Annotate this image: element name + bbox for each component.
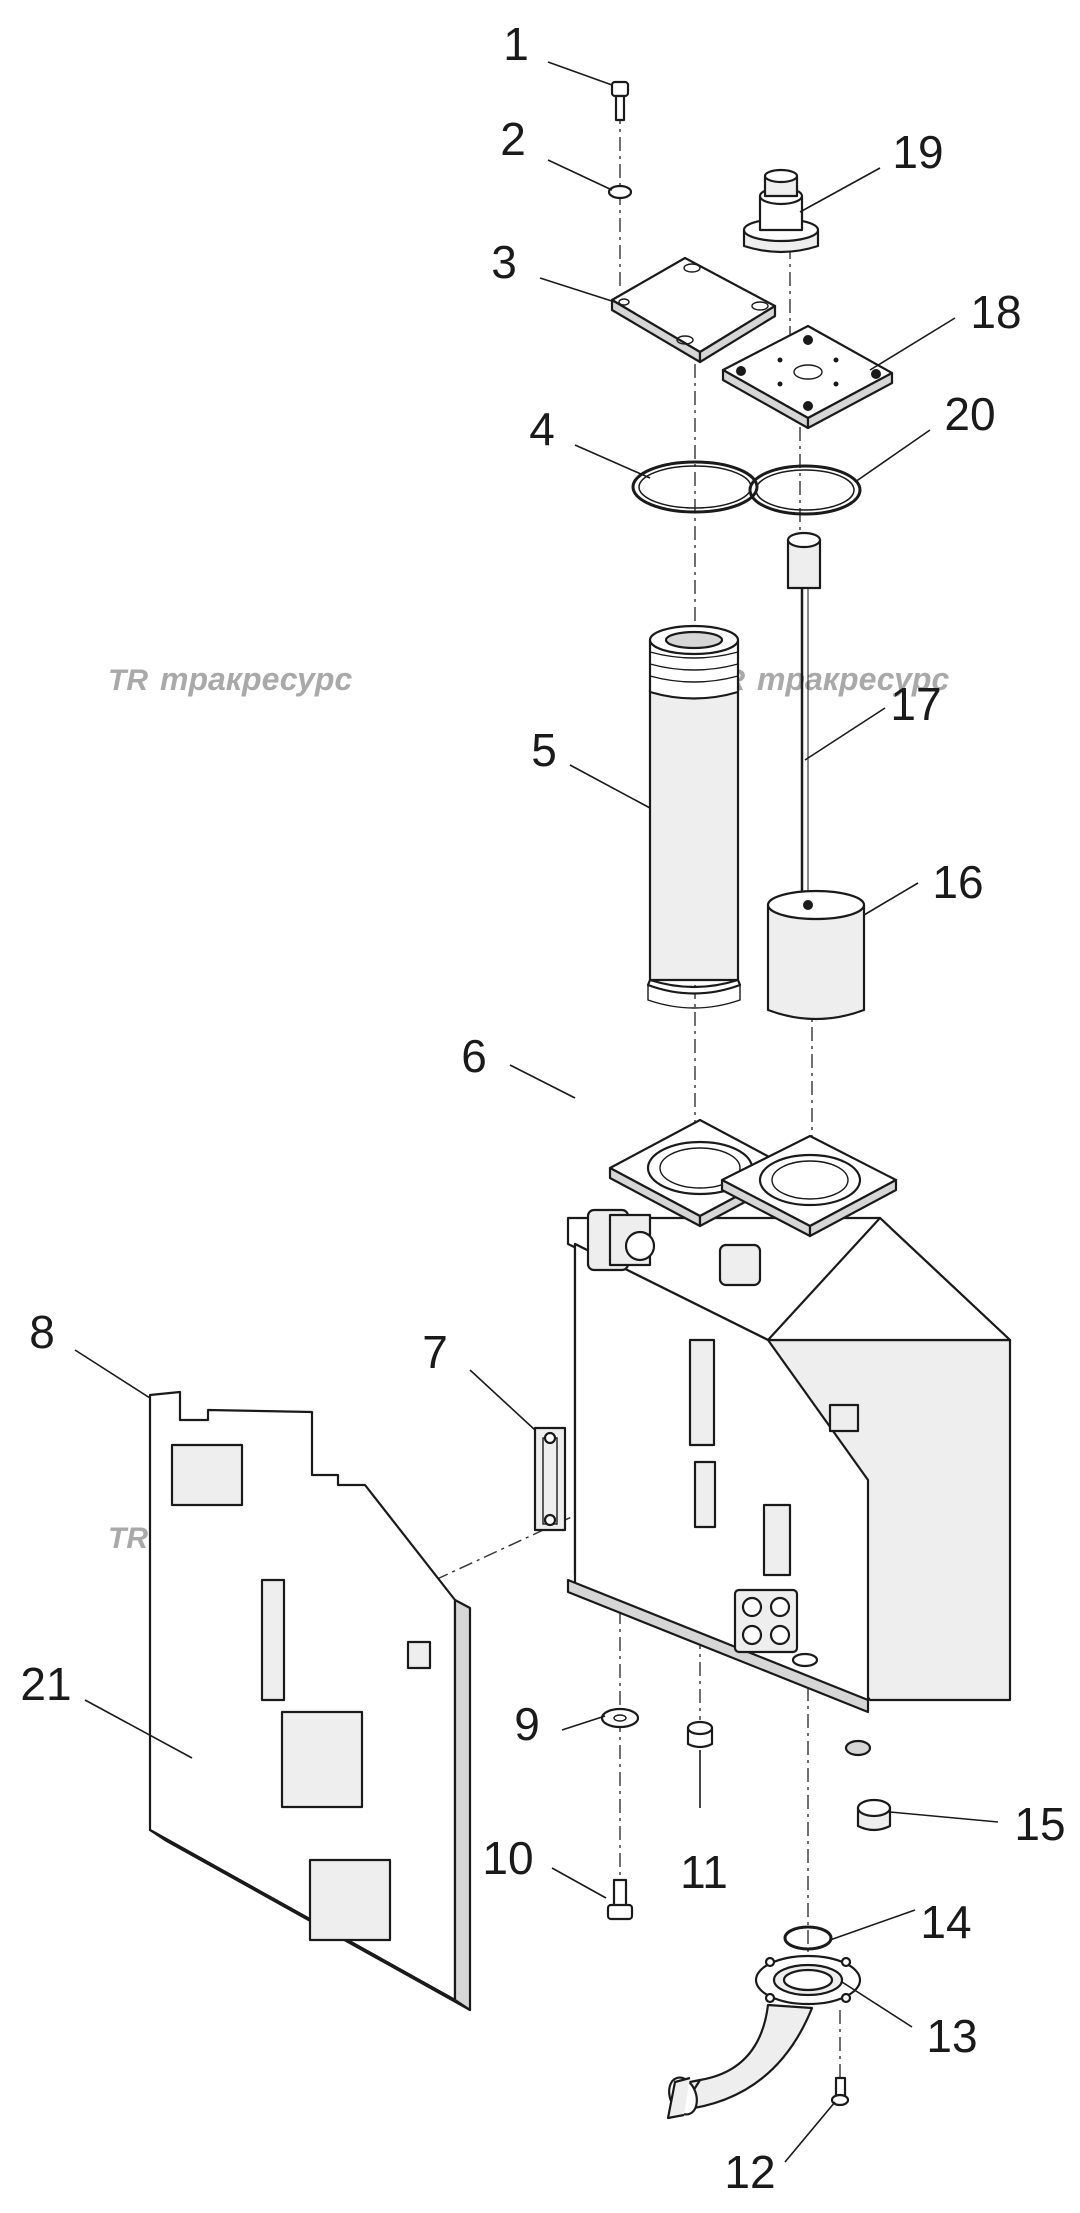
callout-13: 13 [926,2010,977,2062]
callout-9: 9 [514,1698,540,1750]
callout-21: 21 [20,1658,71,1710]
leader-2 [547,159,613,191]
part-level-sender-head [742,168,820,254]
leader-4 [574,444,651,479]
callout-4: 4 [529,403,555,455]
part-o-ring-right [748,464,862,516]
part-bracket [533,1426,567,1532]
leader-21 [84,1699,193,1759]
leader-13 [841,1981,913,2028]
callout-14: 14 [920,1896,971,1948]
callout-6: 6 [461,1030,487,1082]
leader-8 [74,1349,151,1399]
part-float [766,889,866,1021]
callout-12: 12 [724,2146,775,2198]
watermark-text: тракресурс [757,661,949,697]
part-outlet-elbow [666,1954,862,2120]
callout-15: 15 [1014,1798,1065,1850]
leader-5 [569,764,651,809]
callout-10: 10 [482,1832,533,1884]
part-washer-bottom [600,1707,640,1729]
part-foot-pad [856,1798,892,1832]
part-o-ring-outlet [783,1925,833,1951]
callout-20: 20 [944,388,995,440]
leader-20 [854,429,931,483]
callout-1: 1 [503,18,529,70]
callout-7: 7 [422,1326,448,1378]
leader-12 [784,2101,836,2163]
leader-14 [829,1909,916,1941]
callout-11: 11 [680,1846,728,1898]
callout-2: 2 [500,113,526,165]
part-side-panel [148,1390,472,2012]
callout-19: 19 [892,126,943,178]
leader-3 [539,277,619,304]
watermark-top-left: ТR тракресурс [108,661,352,697]
leader-1 [547,61,613,86]
part-washer-top [607,184,633,200]
part-bolt-bottom [606,1878,634,1921]
callout-16: 16 [932,856,983,908]
leader-18 [869,317,956,371]
leader-7 [469,1369,536,1431]
part-tank-body [566,1118,1012,1757]
callout-8: 8 [29,1306,55,1358]
callout-5: 5 [531,724,557,776]
leader-15 [889,1811,999,1823]
leader-10 [551,1867,607,1899]
watermark-text: тракресурс [160,661,352,697]
leader-6 [509,1064,576,1099]
callout-18: 18 [970,286,1021,338]
leader-9 [561,1715,606,1731]
watermark-logo: ТR [108,1522,148,1555]
leader-16 [863,882,919,916]
callout-17: 17 [890,678,941,730]
leader-17 [804,707,886,761]
callout-3: 3 [491,236,517,288]
watermark-logo: ТR [108,664,148,697]
part-plug [686,1720,714,1749]
part-sender-flange [721,324,894,430]
part-sender-rod [786,531,822,900]
part-bolt-top [610,80,630,122]
part-filter-cartridge [646,624,742,1009]
part-bolt-outlet [830,2076,850,2107]
part-cover-plate [610,256,777,364]
leader-19 [799,167,881,213]
